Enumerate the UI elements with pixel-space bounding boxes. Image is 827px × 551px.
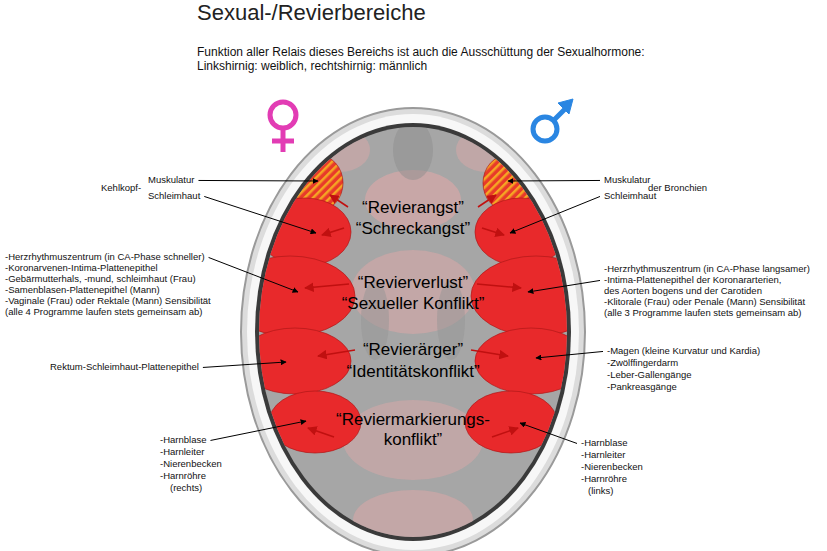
leader-line: [520, 423, 577, 443]
relay-label: Linkshirnig: weiblich, rechtshirnig: män…: [197, 60, 427, 74]
relay-label: -Koronarvenen-Intima-Plattenepithel: [5, 263, 158, 274]
relay-label: Schleimhaut: [604, 191, 656, 202]
relay-label: (alle 4 Programme laufen stets gemeinsam…: [5, 307, 202, 318]
relay-label: -Harnleiter: [581, 450, 625, 461]
conflict-label: “Reviermarkierungs- konflikt”: [313, 410, 513, 449]
relay-label: -Klitorale (Frau) oder Penale (Mann) Sen…: [604, 297, 805, 308]
conflict-label: “Sexueller Konflikt”: [342, 294, 485, 314]
leader-line: [528, 280, 600, 292]
relay-label: Funktion aller Relais dieses Bereichs is…: [197, 46, 645, 60]
relay-label: -Nierenbecken: [160, 459, 222, 470]
relay-arrows: [305, 195, 521, 437]
relay-label: des Aorten bogens und der Carotiden: [604, 286, 762, 297]
skull-scan: [225, 108, 601, 551]
relay-label: -Gebärmutterhals, -mund, schleimhaut (Fr…: [5, 274, 196, 285]
relay-label: -Harnblase: [581, 438, 627, 449]
relay-label: -Nierenbecken: [581, 462, 643, 473]
relay-label: -Harnleiter: [160, 447, 204, 458]
relay-label: -Leber-Gallengänge: [607, 370, 692, 381]
conflict-label: “Identitätskonflikt”: [346, 362, 479, 382]
conflict-label: “Revierärger”: [363, 340, 463, 360]
leader-line: [209, 257, 298, 292]
female-symbol: [270, 102, 296, 152]
relay-label: -Herzrhythmuszentrum (in CA-Phase langsa…: [604, 264, 810, 275]
leader-line: [210, 421, 306, 440]
relay-label: -Harnröhre: [160, 471, 206, 482]
relay-label: Muskulatur: [148, 175, 194, 186]
leader-line: [536, 351, 603, 358]
relay-label: -Pankreasgänge: [607, 382, 677, 393]
relay-label: Schleimhaut: [148, 191, 200, 202]
relay-label: der Bronchien: [648, 183, 707, 194]
relay-label: -Samenblasen-Plattenepithel (Mann): [5, 285, 160, 296]
leader-line: [204, 196, 316, 233]
relay-label: (alle 3 Programme laufen stets gemeinsam…: [604, 308, 801, 319]
leader-lines: [198, 180, 603, 443]
conflict-label: “Revierverlust”: [358, 273, 469, 293]
relay-label: (links): [588, 486, 613, 497]
leader-line: [508, 180, 600, 182]
conflict-label: “Revierangst”: [362, 198, 464, 218]
conflict-label: “Schreckangst”: [356, 219, 470, 239]
relay-label: -Zwölffingerdarm: [607, 358, 678, 369]
leader-line: [198, 180, 318, 182]
relay-label: -Herzrhythmuszentrum (in CA-Phase schnel…: [5, 252, 205, 263]
relay-label: -Intima-Plattenepithel der Koronararteri…: [604, 275, 781, 286]
leader-line: [203, 362, 286, 367]
leader-line: [510, 196, 600, 233]
relay-label: -Harnblase: [160, 435, 206, 446]
relay-label: Rektum-Schleimhaut-Plattenepithel: [50, 362, 199, 373]
relay-label: -Harnröhre: [581, 474, 627, 485]
male-symbol: [533, 99, 573, 141]
relay-label: -Vaginale (Frau) oder Rektale (Mann) Sen…: [5, 296, 211, 307]
relay-label: Kehlkopf-: [101, 183, 141, 194]
diagram-title: Sexual-/Revierbereiche: [197, 0, 426, 25]
relay-label: -Magen (kleine Kurvatur und Kardia): [607, 346, 760, 357]
relay-label: (rechts): [170, 483, 202, 494]
relay-label: Muskulatur: [604, 175, 650, 186]
